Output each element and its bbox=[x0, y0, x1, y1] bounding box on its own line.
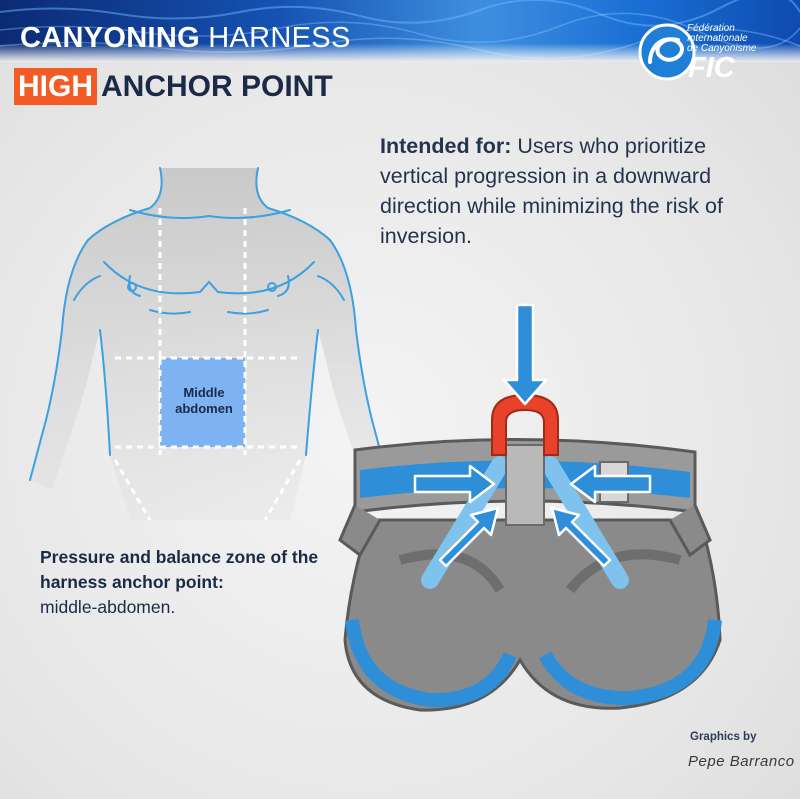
left-inner-strap bbox=[398, 549, 505, 593]
subtitle-rest: ANCHOR POINT bbox=[101, 70, 333, 103]
page-title: CANYONING HARNESS bbox=[20, 22, 351, 55]
left-arrow-icon bbox=[569, 464, 652, 504]
left-leg-loop bbox=[345, 619, 517, 708]
intended-label: Intended for: bbox=[380, 134, 512, 158]
zone-label-line-1: Middle bbox=[183, 385, 225, 400]
intended-description: Users who prioritize vertical progressio… bbox=[380, 134, 723, 248]
pressure-normal: middle-abdomen. bbox=[40, 597, 176, 617]
fic-swirl-icon bbox=[638, 23, 696, 81]
center-tie-in bbox=[505, 444, 545, 526]
carabiner-icon bbox=[491, 393, 559, 456]
subtitle-highlight: HIGH bbox=[14, 68, 97, 105]
up-right-arrow-icon bbox=[438, 506, 500, 568]
right-inner-strap bbox=[566, 549, 682, 594]
pressure-zone-text: Pressure and balance zone of the harness… bbox=[40, 545, 370, 620]
torso-silhouette bbox=[30, 168, 388, 520]
middle-abdomen-zone bbox=[158, 356, 247, 449]
credit-label: Graphics by bbox=[690, 731, 757, 743]
title-bold: CANYONING bbox=[20, 22, 200, 54]
force-arrows bbox=[413, 303, 652, 568]
right-leg-loop bbox=[538, 619, 722, 706]
harness-seat bbox=[343, 518, 722, 712]
left-gear-loop bbox=[338, 504, 382, 558]
pressure-bold: Pressure and balance zone of the harness… bbox=[40, 547, 319, 592]
credit-signature: Pepe Barranco bbox=[688, 753, 795, 770]
logo-federation-text: Fédération Internationale de Canyonisme bbox=[687, 24, 756, 54]
down-arrow-icon bbox=[502, 303, 548, 406]
logo-acronym: FIC bbox=[688, 52, 735, 84]
up-left-arrow-icon bbox=[550, 506, 612, 568]
torso-outline bbox=[29, 167, 389, 481]
intended-for-text: Intended for: Users who prioritize verti… bbox=[380, 131, 780, 251]
logo-line-2: Internationale bbox=[687, 33, 748, 44]
middle-abdomen-label: Middle abdomen bbox=[164, 385, 244, 417]
logo-line-1: Fédération bbox=[687, 23, 735, 34]
logo-line-3: de Canyonisme bbox=[687, 43, 757, 54]
title-light: HARNESS bbox=[208, 22, 351, 54]
zone-label-line-2: abdomen bbox=[175, 401, 233, 416]
right-arrow-icon bbox=[413, 464, 496, 504]
right-gear-loop bbox=[668, 504, 712, 558]
